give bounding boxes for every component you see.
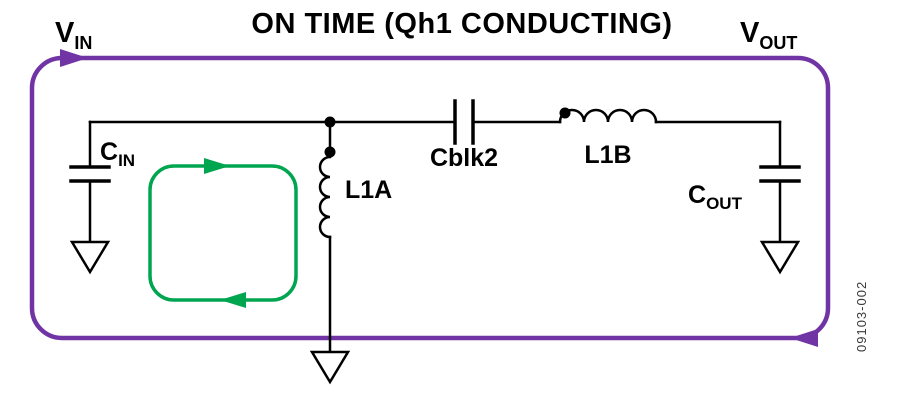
polarity-dots	[324, 107, 571, 158]
cin-label-sub: IN	[118, 151, 135, 170]
cin-ground-icon	[69, 240, 111, 275]
l1b-inductor-winding	[558, 108, 658, 124]
outer-loop-path	[29, 55, 831, 341]
cout-label: COUT	[688, 181, 743, 213]
vin-label: VIN	[55, 17, 92, 53]
inner-loop-path	[148, 164, 298, 302]
vin-label-main: V	[55, 17, 75, 49]
cblk2-label: Cblk2	[430, 144, 498, 172]
outer-current-loop	[29, 49, 831, 347]
cout-ground-icon	[759, 240, 801, 275]
cout-label-sub: OUT	[706, 194, 743, 213]
inner-loop-arrow-right-icon	[204, 158, 230, 174]
l1a-ground-icon	[309, 350, 351, 385]
outer-loop-arrow-right-icon	[60, 49, 88, 67]
cin-label-main: C	[100, 138, 118, 166]
figure-title: ON TIME (Qh1 CONDUCTING)	[251, 8, 672, 40]
inner-current-loop	[148, 158, 298, 308]
l1b-polarity-dot-icon	[559, 107, 571, 119]
cout-label-main: C	[688, 181, 706, 209]
l1a-inductor-winding	[318, 155, 332, 239]
vout-label-sub: OUT	[759, 33, 797, 53]
l1b-label: L1B	[584, 141, 631, 169]
l1a-junction-dot-icon	[324, 116, 336, 128]
vout-label-main: V	[740, 17, 760, 49]
vout-label: VOUT	[740, 17, 797, 53]
l1a-label: L1A	[345, 176, 392, 204]
outer-loop-arrow-left-icon	[790, 329, 818, 347]
vin-label-sub: IN	[74, 33, 92, 53]
figure-number-watermark: 09103-002	[854, 281, 869, 352]
cin-label: CIN	[100, 138, 135, 170]
inner-loop-arrow-left-icon	[220, 292, 246, 308]
l1a-polarity-dot-icon	[324, 146, 336, 158]
